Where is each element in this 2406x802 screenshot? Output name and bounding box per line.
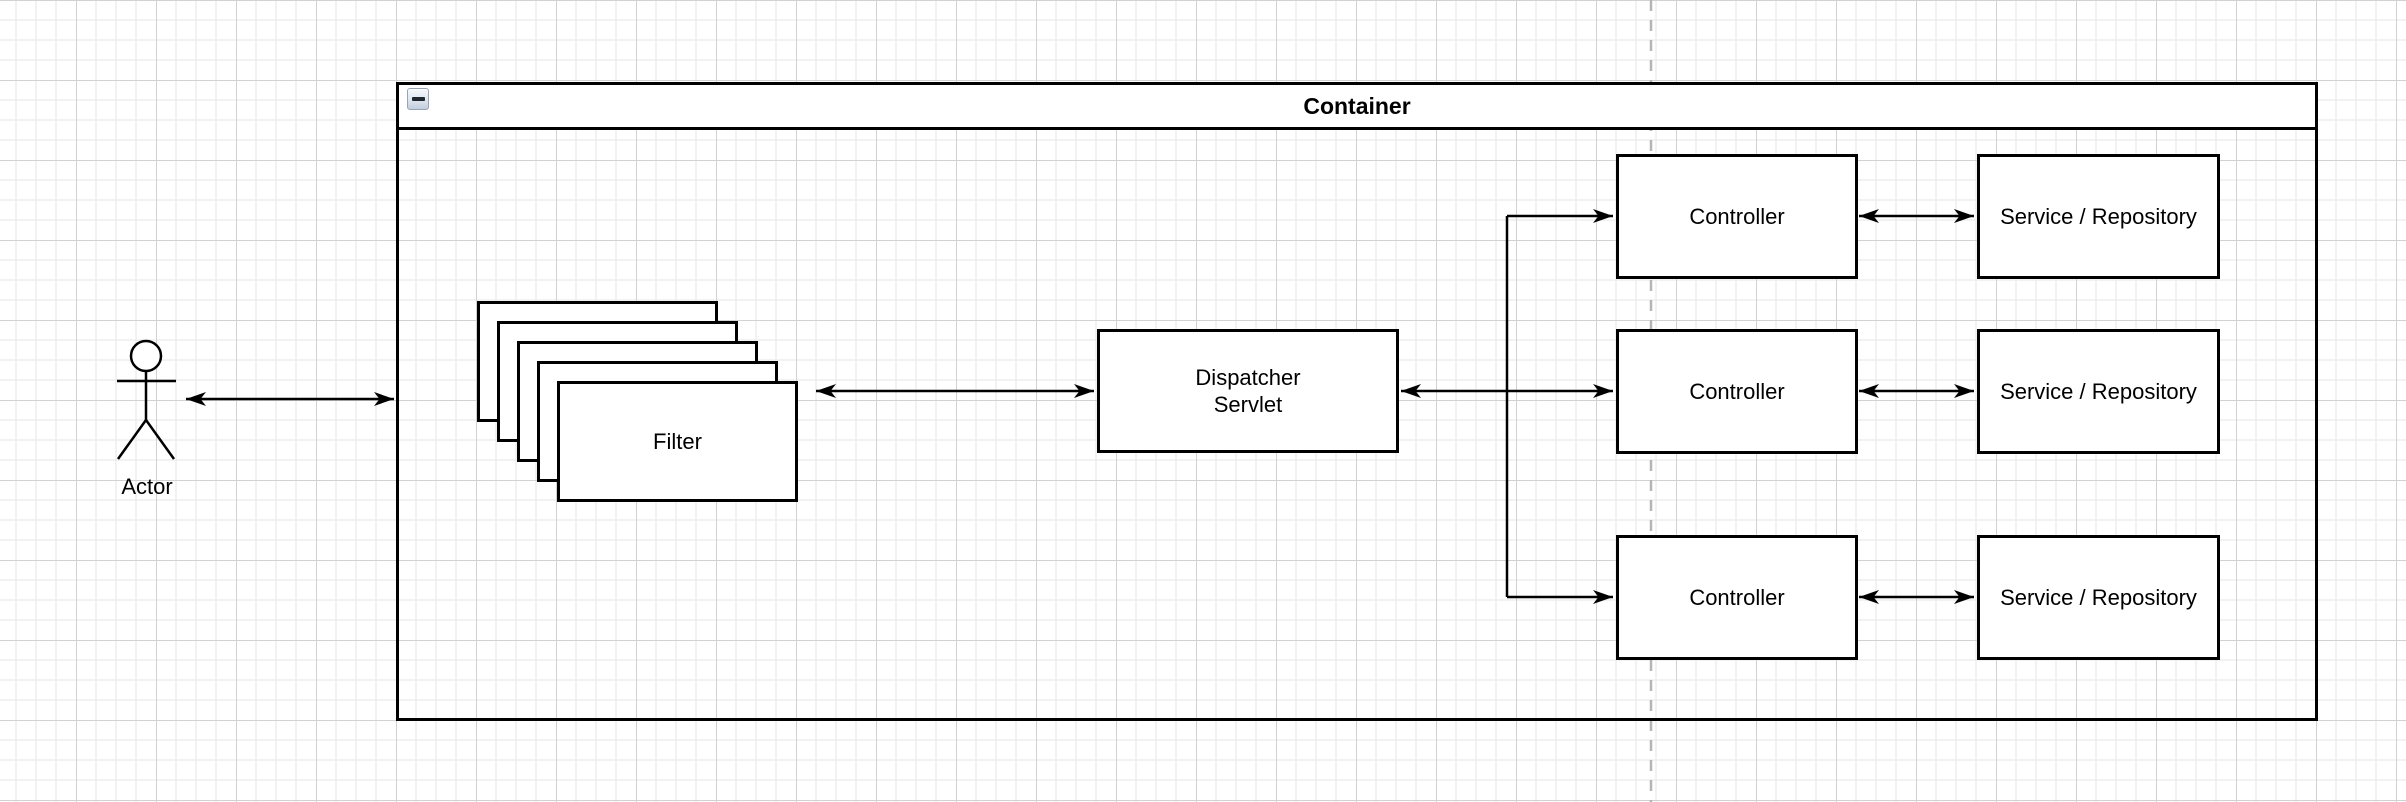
- container-title: Container: [1303, 92, 1411, 119]
- container-group[interactable]: Container: [396, 82, 2318, 721]
- controller-label: Controller: [1689, 585, 1785, 610]
- service-repository-node-bottom[interactable]: Service / Repository: [1977, 535, 2220, 660]
- actor-figure[interactable]: [116, 339, 176, 460]
- controller-node-middle[interactable]: Controller: [1616, 329, 1858, 454]
- controller-node-bottom[interactable]: Controller: [1616, 535, 1858, 660]
- container-titlebar: Container: [399, 85, 2315, 130]
- service-repository-label: Service / Repository: [2000, 585, 2197, 610]
- dispatcher-servlet-label: Dispatcher Servlet: [1195, 365, 1301, 417]
- service-repository-node-middle[interactable]: Service / Repository: [1977, 329, 2220, 454]
- dispatcher-servlet-node[interactable]: Dispatcher Servlet: [1097, 329, 1399, 453]
- actor-head: [129, 339, 163, 373]
- service-repository-node-top[interactable]: Service / Repository: [1977, 154, 2220, 279]
- service-repository-label: Service / Repository: [2000, 379, 2197, 404]
- actor-label: Actor: [121, 474, 173, 499]
- controller-label: Controller: [1689, 204, 1785, 229]
- filter-node[interactable]: Filter: [557, 381, 798, 502]
- actor-legs: [116, 419, 176, 460]
- collapse-button[interactable]: [407, 88, 429, 110]
- controller-node-top[interactable]: Controller: [1616, 154, 1858, 279]
- service-repository-label: Service / Repository: [2000, 204, 2197, 229]
- controller-label: Controller: [1689, 379, 1785, 404]
- filter-label: Filter: [653, 429, 702, 454]
- minus-icon: [411, 97, 425, 101]
